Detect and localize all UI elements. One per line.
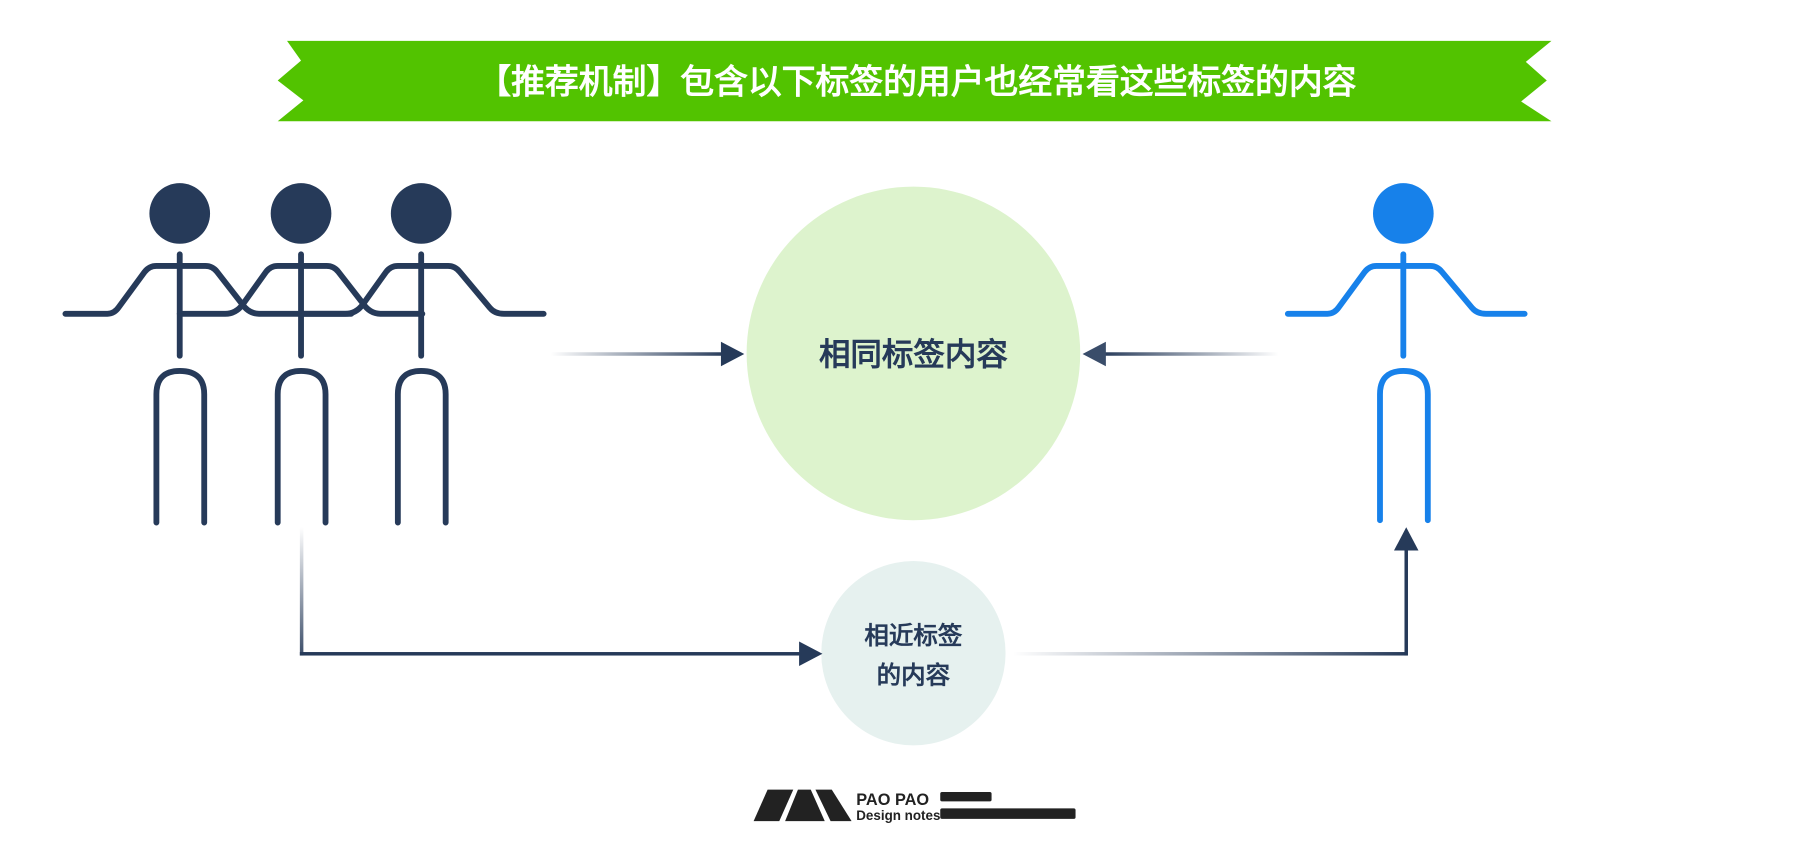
- users-group: [62, 183, 547, 526]
- edge-group-to-same-tags: [550, 341, 745, 367]
- target-user-head-icon: [1372, 183, 1434, 244]
- edge-target-to-same-tags: [1082, 341, 1279, 367]
- paopao-logo: PAO PAO Design notes: [753, 789, 1076, 823]
- logo-bar-long: [940, 808, 1076, 819]
- same-tags-circle: [746, 186, 1081, 521]
- arrow-right-icon: [799, 641, 823, 667]
- title-banner: 【推荐机制】包含以下标签的用户也经常看这些标签的内容: [277, 40, 1552, 122]
- same-tags-label: 相同标签内容: [819, 337, 1008, 373]
- target-user-legs-icon: [1377, 368, 1431, 524]
- user-head-icon: [149, 183, 211, 244]
- user-legs-icon: [153, 368, 208, 526]
- user-legs-icon: [274, 368, 329, 526]
- logo-title: PAO PAO: [856, 791, 929, 809]
- edge-similar-tags-to-target: [1012, 527, 1419, 656]
- arrow-right-icon: [720, 341, 745, 367]
- arrow-up-icon: [1393, 527, 1419, 551]
- linked-arms-icon: [176, 263, 426, 317]
- user-legs-icon: [394, 368, 449, 526]
- same-tags-node: 相同标签内容: [746, 186, 1081, 521]
- user-head-icon: [390, 183, 452, 244]
- logo-mark-icon: [753, 789, 852, 822]
- target-user: [1284, 183, 1528, 524]
- similar-tags-node: 相近标签 的内容: [821, 561, 1006, 746]
- user-head-icon: [270, 183, 332, 244]
- target-user-arms-icon: [1284, 263, 1528, 317]
- linked-arms-icon: [62, 263, 355, 317]
- arrow-left-icon: [1082, 341, 1106, 367]
- edge-group-to-similar-tags: [299, 527, 823, 667]
- linked-arms-icon: [298, 263, 547, 317]
- similar-tags-circle: [821, 561, 1006, 746]
- similar-tags-label-line2: 的内容: [877, 661, 951, 690]
- banner-title: 【推荐机制】包含以下标签的用户也经常看这些标签的内容: [477, 62, 1356, 101]
- similar-tags-label-line1: 相近标签: [864, 621, 962, 650]
- logo-subtitle: Design notes: [856, 808, 940, 823]
- banner-ribbon-shape: [277, 40, 1552, 122]
- logo-bar-short: [940, 792, 992, 802]
